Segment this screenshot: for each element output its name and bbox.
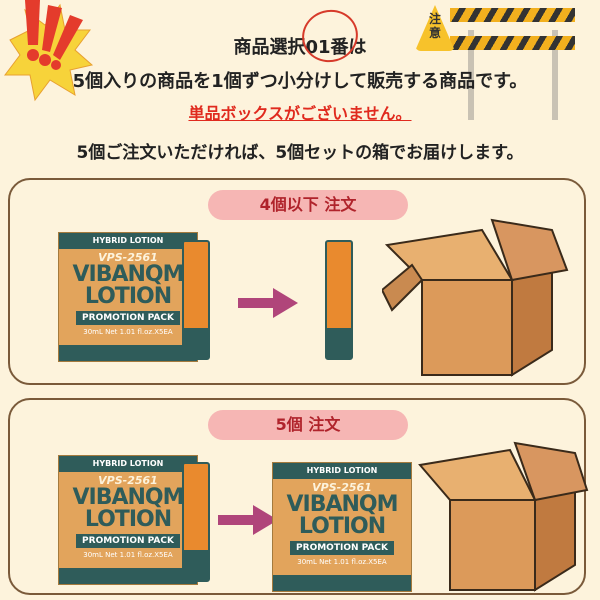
order-label-pill: 5個 注文 — [208, 410, 408, 440]
exclamation-burst-icon — [4, 0, 94, 102]
product-tube — [182, 462, 210, 582]
heading-line4: 5個ご注文いただければ、5個セットの箱でお届けします。 — [76, 143, 524, 163]
order-label-pill: 4個以下 注文 — [208, 190, 408, 220]
arrow-right-icon — [218, 505, 278, 535]
cardboard-box-icon — [418, 441, 589, 592]
barrier-post — [468, 30, 474, 120]
warning-sign-text: 注意 — [428, 12, 441, 40]
heading-line1: 商品選択01番は — [233, 37, 367, 58]
heading-line2: 5個入りの商品を1個ずつ小分けして販売する商品です。 — [72, 71, 528, 92]
notice-no-single-box: 単品ボックスがございません。 — [188, 104, 412, 123]
barrier-stripe — [450, 36, 575, 50]
barrier-post — [552, 30, 558, 120]
product-tube — [325, 240, 353, 360]
arrow-right-icon — [238, 288, 298, 318]
barrier-stripe — [450, 8, 575, 22]
cardboard-box-icon — [382, 218, 569, 377]
product-tube — [182, 240, 210, 360]
